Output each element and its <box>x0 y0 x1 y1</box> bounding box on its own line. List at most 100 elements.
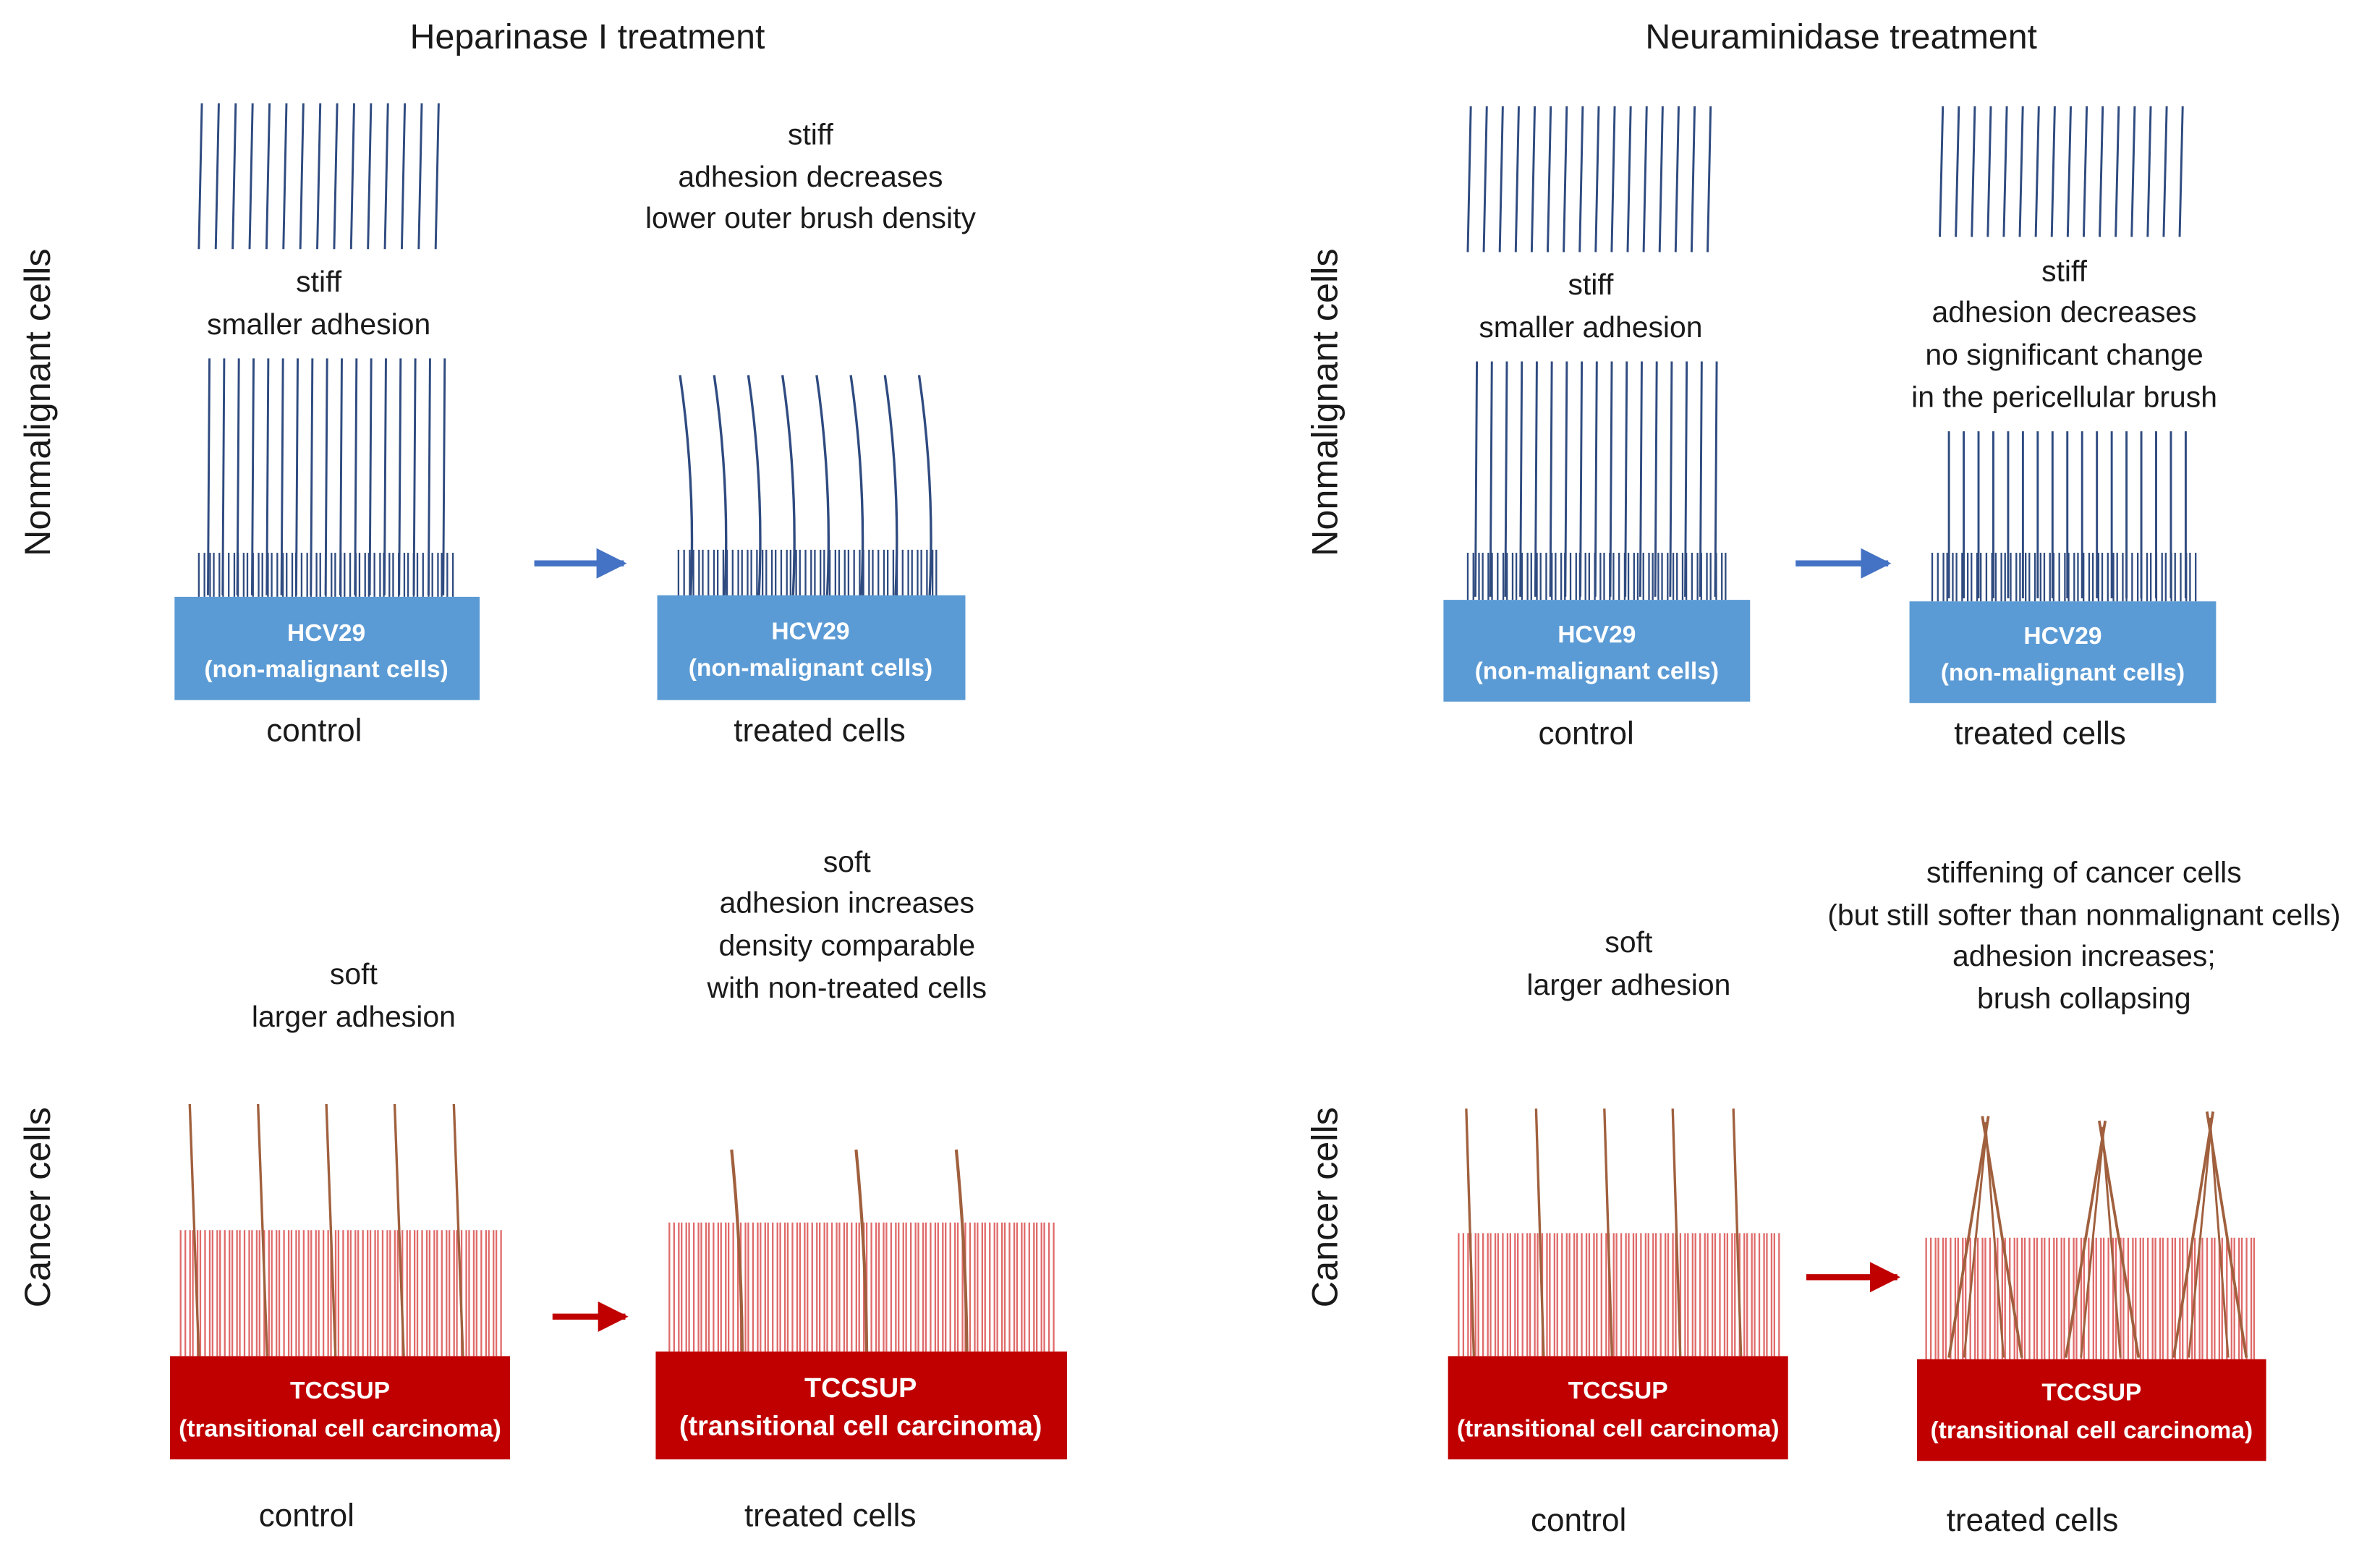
cell-box-tccsup-neuraminidase-control <box>1448 1356 1788 1460</box>
desc-neuraminidase-nm-treated-4: in the pericellular brush <box>1911 381 2217 414</box>
detached-brush-line <box>2050 106 2056 237</box>
outer-brush-line <box>747 375 762 595</box>
outer-brush-line <box>265 358 270 595</box>
outer-brush-line <box>1699 361 1703 597</box>
detached-brush-line <box>265 103 271 250</box>
outer-brush-line <box>442 358 446 595</box>
desc-heparinase-ca-treated-2: adhesion increases <box>720 886 974 920</box>
collapsed-brush-line <box>2064 1120 2107 1358</box>
cell-box-hcv29-heparinase-treated <box>657 595 966 700</box>
caption-neuraminidase-nm-treated: treated cells <box>1954 716 2126 752</box>
detached-brush-line <box>2115 106 2120 237</box>
cell-box-hcv29-heparinase-control <box>174 596 480 700</box>
detached-brush-line <box>1955 106 1960 237</box>
outer-brush-line <box>1684 361 1688 597</box>
desc-neuraminidase-ca-treated-1: stiffening of cancer cells <box>1926 856 2242 889</box>
outer-brush-line <box>849 375 864 595</box>
detached-brush-line <box>2099 106 2104 237</box>
outer-brush-line <box>368 358 373 595</box>
detached-brush-line <box>1971 106 1976 237</box>
outer-brush-line <box>206 358 211 595</box>
detached-brush-line <box>2146 106 2152 237</box>
cell-desc-tccsup: (transitional cell carcinoma) <box>1930 1417 2253 1444</box>
outer-brush-line <box>1504 361 1508 597</box>
outer-brush-line <box>730 1149 744 1352</box>
cell-box-hcv29-neuraminidase-control <box>1443 600 1751 702</box>
outer-brush-line <box>1669 361 1673 597</box>
caption-heparinase-ca-treated: treated cells <box>744 1498 917 1534</box>
desc-heparinase-ca-treated-3: density comparable <box>718 928 975 962</box>
caption-heparinase-nm-control: control <box>266 713 362 748</box>
caption-heparinase-ca-control: control <box>259 1498 354 1534</box>
detached-brush-line <box>349 103 355 250</box>
cell-name-tccsup: TCCSUP <box>804 1373 917 1404</box>
detached-brush-line <box>2130 106 2136 237</box>
cell-name-hcv29: HCV29 <box>1557 621 1636 648</box>
outer-brush-line <box>883 375 898 595</box>
heading-neuraminidase: Neuraminidase treatment <box>1645 17 2037 56</box>
outer-brush-line <box>1671 1108 1682 1357</box>
outer-brush-line <box>815 375 830 595</box>
desc-heparinase-nm-control-1: stiff <box>296 265 342 298</box>
desc-neuraminidase-ca-control-2: larger adhesion <box>1526 968 1730 1001</box>
cell-box-tccsup-heparinase-control <box>170 1356 510 1460</box>
cell-desc-tccsup: (transitional cell carcinoma) <box>1457 1416 1780 1443</box>
caption-neuraminidase-nm-control: control <box>1539 716 1634 752</box>
outer-brush-line <box>1534 1108 1545 1357</box>
detached-brush-line <box>1482 106 1488 252</box>
outer-brush-line <box>1474 361 1479 597</box>
outer-brush-line <box>954 1149 969 1352</box>
outer-brush-line <box>1519 361 1523 597</box>
detached-brush-line <box>299 103 305 250</box>
cell-box-hcv29-neuraminidase-treated <box>1909 601 2217 703</box>
detached-brush-line <box>2066 106 2072 237</box>
desc-neuraminidase-nm-treated-3: no significant change <box>1925 338 2203 371</box>
outer-brush-line <box>393 1103 405 1357</box>
outer-brush-line <box>713 375 728 595</box>
desc-heparinase-nm-treated-3: lower outer brush density <box>645 201 976 234</box>
cell-desc-tccsup: (transitional cell carcinoma) <box>679 1412 1042 1442</box>
row-label-nonmalignant-right: Nonmalignant cells <box>1304 248 1346 556</box>
cell-desc-hcv29: (non-malignant cells) <box>1941 659 2185 686</box>
detached-brush-line <box>1498 106 1504 252</box>
detached-brush-line <box>1610 106 1616 252</box>
detached-brush-line <box>231 103 237 250</box>
detached-brush-line <box>367 103 373 250</box>
desc-heparinase-ca-treated-1: soft <box>823 845 872 878</box>
detached-brush-line <box>1642 106 1648 252</box>
detached-brush-line <box>1578 106 1584 252</box>
detached-brush-line <box>1690 106 1696 252</box>
detached-brush-line <box>2034 106 2040 237</box>
outer-brush-line <box>781 375 796 595</box>
detached-brush-line <box>282 103 288 250</box>
desc-neuraminidase-nm-control-2: smaller adhesion <box>1479 310 1702 344</box>
detached-brush-line <box>1563 106 1568 252</box>
detached-brush-line <box>2002 106 2008 237</box>
collapsed-brush-line <box>2209 1117 2230 1358</box>
desc-neuraminidase-ca-control-1: soft <box>1605 925 1653 959</box>
detached-brush-line <box>248 103 254 250</box>
brush-layer <box>179 103 2256 1359</box>
detached-brush-line <box>434 103 440 250</box>
detached-brush-line <box>1594 106 1600 252</box>
detached-brush-line <box>2178 106 2184 237</box>
detached-brush-line <box>1658 106 1664 252</box>
outer-brush-line <box>1534 361 1538 597</box>
outer-brush-line <box>188 1103 200 1357</box>
cell-name-hcv29: HCV29 <box>771 619 849 645</box>
collapsed-brush-line <box>1947 1116 1990 1358</box>
outer-brush-line <box>257 1103 268 1357</box>
caption-heparinase-nm-treated: treated cells <box>734 713 906 748</box>
cell-desc-hcv29: (non-malignant cells) <box>689 655 932 682</box>
detached-brush-line <box>333 103 339 250</box>
collapsed-brush-line <box>1963 1125 1989 1358</box>
desc-neuraminidase-nm-treated-1: stiff <box>2041 254 2088 287</box>
detached-brush-line <box>1466 106 1472 252</box>
detached-brush-line <box>1986 106 1992 237</box>
outer-brush-line <box>1489 361 1493 597</box>
collapsed-brush-line <box>2080 1129 2105 1358</box>
detached-brush-line <box>1514 106 1520 252</box>
detached-brush-line <box>1674 106 1680 252</box>
caption-neuraminidase-ca-treated: treated cells <box>1947 1503 2119 1538</box>
